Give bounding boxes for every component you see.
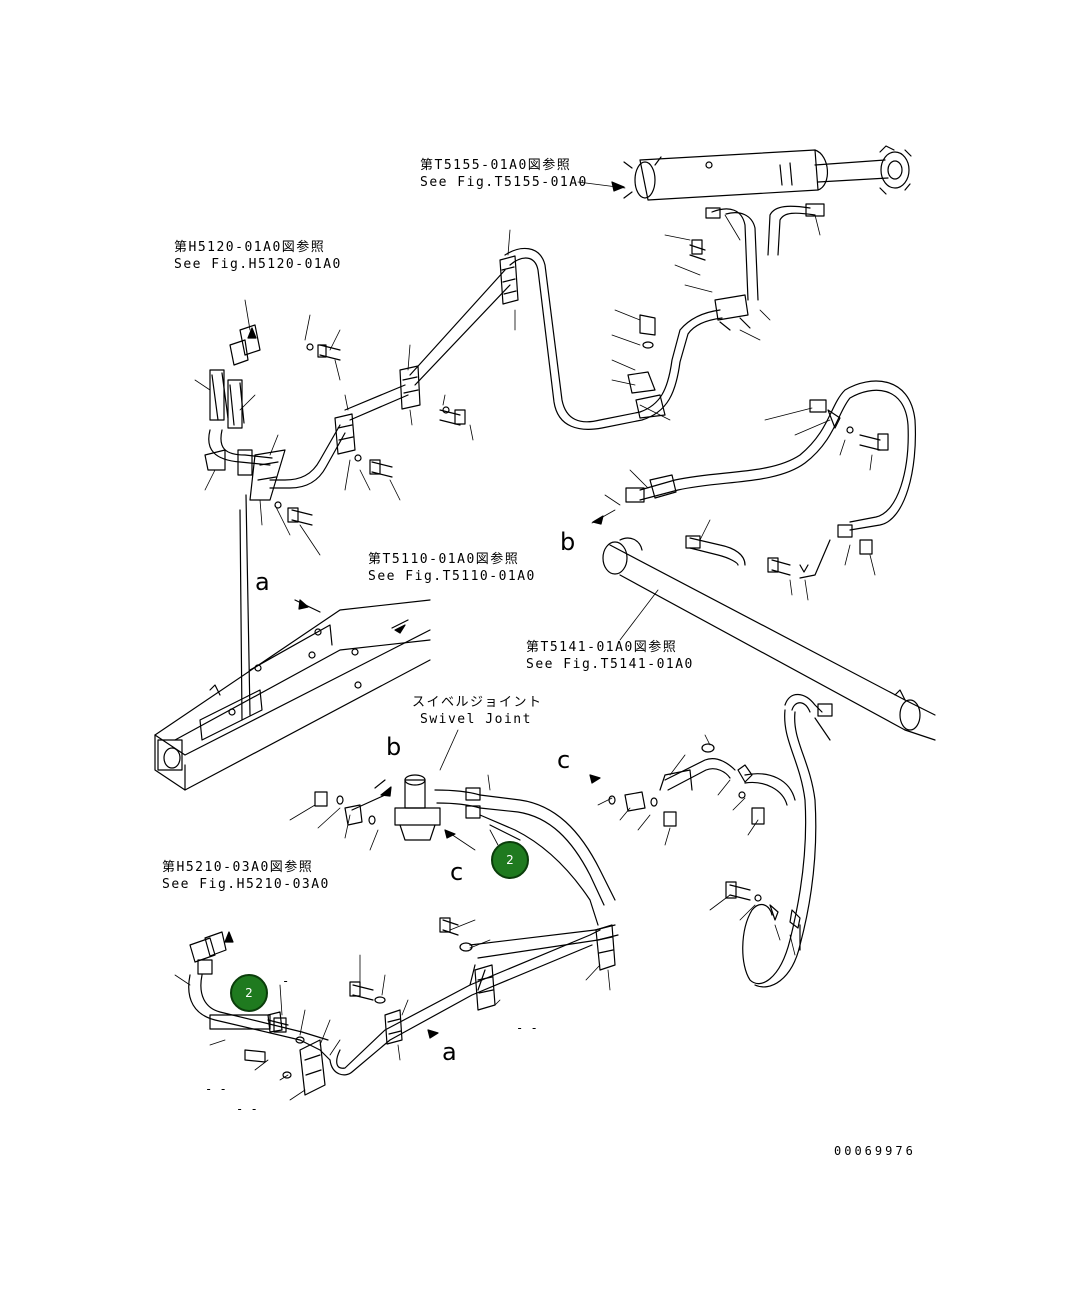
swivel-joint-jp: スイベルジョイント [412, 695, 543, 710]
ref-t5155-jp: 第T5155-01A0図参照 [420, 158, 572, 173]
upper-cylinder-hoses [705, 203, 825, 331]
right-leader-lines [591, 407, 876, 641]
ref-h5120-en: See Fig.H5120-01A0 [174, 257, 342, 272]
left-top-hoses [204, 324, 273, 476]
lower-line-clamps [384, 924, 616, 1045]
connection-c-left: c [450, 858, 464, 886]
swivel-fittings [314, 779, 386, 826]
ref-t5110-en: See Fig.T5110-01A0 [368, 569, 536, 584]
arm-cylinder [602, 537, 936, 741]
right-small-bolts [767, 426, 889, 579]
callout-marker-2[interactable]: 2 [230, 974, 268, 1012]
dash-fragment: - - [516, 1021, 538, 1035]
boom-frame [154, 494, 431, 791]
dash-fragment: - [282, 974, 290, 988]
ref-t5155-en: See Fig.T5155-01A0 [420, 175, 588, 190]
right-lower-leaders [597, 734, 796, 956]
lower-left-bolts [267, 917, 473, 1033]
swivel-joint-en: Swivel Joint [420, 712, 532, 727]
right-long-hose [625, 380, 917, 566]
upper-left-bolts [274, 239, 706, 526]
ref-t5141-en: See Fig.T5141-01A0 [526, 657, 694, 672]
connection-a-lower: a [442, 1038, 457, 1066]
ref-h5210-en: See Fig.H5210-03A0 [162, 877, 330, 892]
lower-leader-lines [174, 919, 611, 1101]
upper-steel-line [269, 247, 723, 489]
callout-marker-1[interactable]: 2 [491, 841, 529, 879]
dash-fragment: - - [236, 1102, 258, 1116]
ref-t5141-jp: 第T5141-01A0図参照 [526, 640, 678, 655]
ref-h5210-jp: 第H5210-03A0図参照 [162, 860, 314, 875]
lower-left-hoses [188, 931, 331, 1096]
upper-cylinder [623, 145, 912, 201]
ref-h5120-jp: 第H5120-01A0図参照 [174, 240, 326, 255]
connection-c-right: c [557, 746, 571, 774]
right-lower-fittings [608, 743, 796, 921]
upper-line-clamps [249, 255, 519, 501]
connection-b-lower: b [386, 733, 402, 761]
swivel-joint [394, 774, 616, 926]
dash-fragment: - - [205, 1082, 227, 1096]
upper-leader-lines [194, 181, 821, 556]
connection-a-upper: a [255, 568, 270, 596]
flow-arrows [224, 181, 625, 1039]
ref-t5110-jp: 第T5110-01A0図参照 [368, 552, 520, 567]
connection-b-upper: b [560, 528, 576, 556]
drawing-number: 00069976 [834, 1144, 916, 1158]
right-loop-hose [742, 693, 833, 988]
